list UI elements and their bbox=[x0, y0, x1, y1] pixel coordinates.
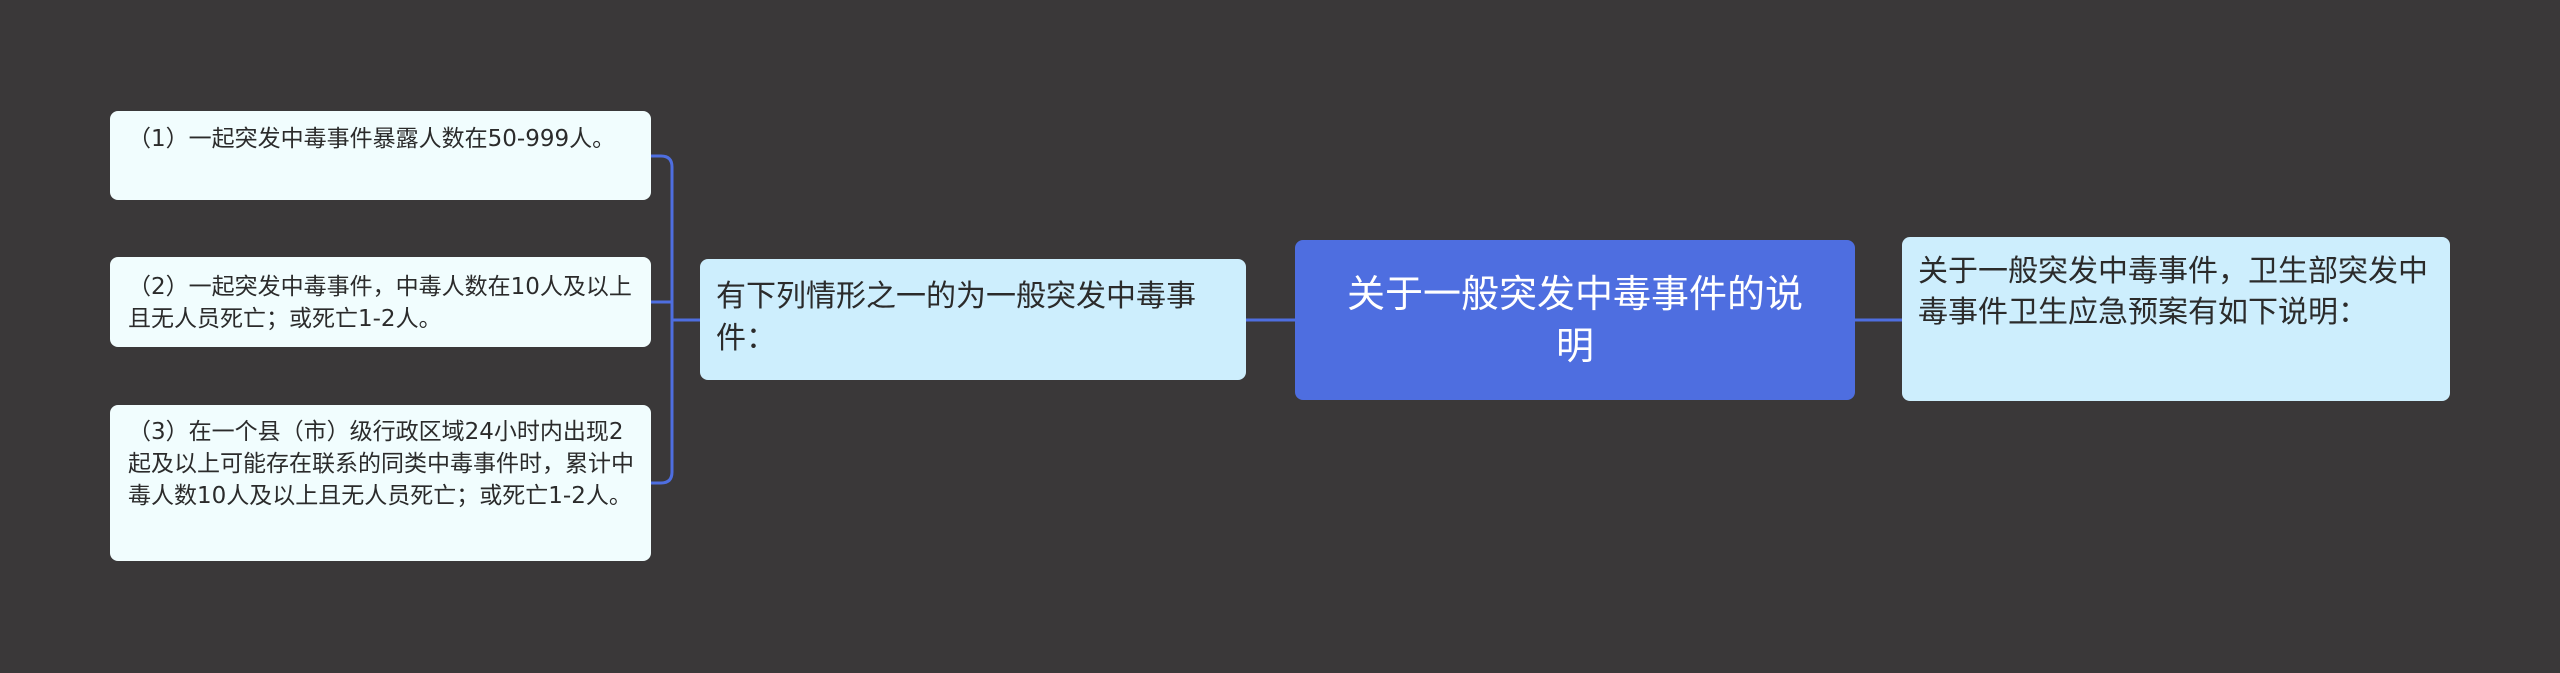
left-branch-label: 有下列情形之一的为一般突发中毒事件： bbox=[716, 279, 1196, 356]
root-node[interactable]: 关于一般突发中毒事件的说明 bbox=[1295, 240, 1855, 400]
connector-left-bracket-top bbox=[649, 154, 702, 322]
root-node-label: 关于一般突发中毒事件的说明 bbox=[1346, 272, 1803, 368]
leaf-node-1[interactable]: （1）一起突发中毒事件暴露人数在50-999人。 bbox=[110, 111, 651, 200]
connector-left-bracket-bottom bbox=[649, 318, 674, 485]
leaf-node-2[interactable]: （2）一起突发中毒事件，中毒人数在10人及以上且无人员死亡；或死亡1-2人。 bbox=[110, 257, 651, 347]
left-branch-node[interactable]: 有下列情形之一的为一般突发中毒事件： bbox=[700, 259, 1246, 380]
right-branch-label: 关于一般突发中毒事件，卫生部突发中毒事件卫生应急预案有如下说明： bbox=[1918, 254, 2428, 330]
leaf-node-2-label: （2）一起突发中毒事件，中毒人数在10人及以上且无人员死亡；或死亡1-2人。 bbox=[128, 274, 632, 332]
right-branch-node[interactable]: 关于一般突发中毒事件，卫生部突发中毒事件卫生应急预案有如下说明： bbox=[1902, 237, 2450, 401]
leaf-node-1-label: （1）一起突发中毒事件暴露人数在50-999人。 bbox=[128, 126, 616, 152]
leaf-node-3[interactable]: （3）在一个县（市）级行政区域24小时内出现2起及以上可能存在联系的同类中毒事件… bbox=[110, 405, 651, 561]
leaf-node-3-label: （3）在一个县（市）级行政区域24小时内出现2起及以上可能存在联系的同类中毒事件… bbox=[128, 419, 634, 509]
